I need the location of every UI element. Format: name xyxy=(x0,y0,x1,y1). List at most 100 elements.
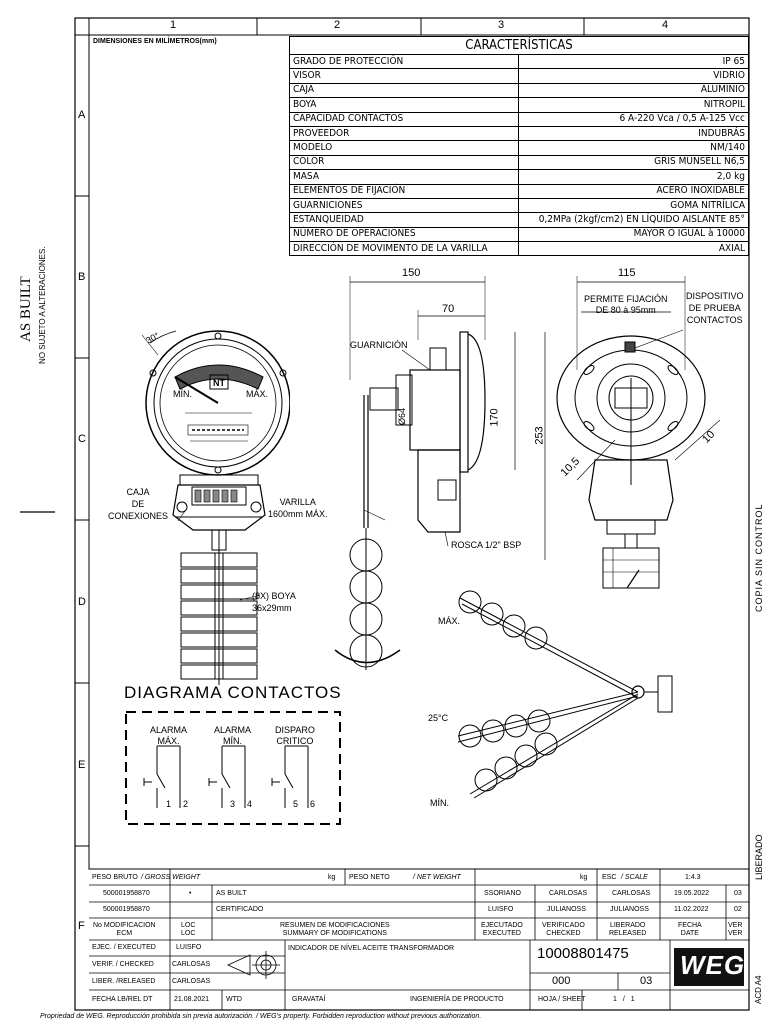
column-label-3: 3 xyxy=(498,19,505,31)
max-label: MÁX. xyxy=(246,389,269,399)
dim-115: 115 xyxy=(618,267,636,279)
mount-range-label: PERMITE FIJACIÓN DE 80 à 95mm xyxy=(584,294,668,315)
header-released: LIBERADO RELEASED xyxy=(609,922,647,937)
position-mid-label: 25°C xyxy=(428,713,449,723)
scale-label: ESC xyxy=(602,874,617,881)
drawing-code-2: 03 xyxy=(640,975,653,987)
drawing-code-1: 000 xyxy=(552,975,571,987)
revision-ver: 02 xyxy=(734,906,742,913)
rod-label: VARILLA 1600mm MÁX. xyxy=(268,497,328,519)
dim-253-line xyxy=(544,332,546,560)
executed-value: LUISFO xyxy=(176,944,202,951)
revision-released: CARLOSAS xyxy=(612,890,651,897)
row-label-a: A xyxy=(78,109,86,121)
contacts-title: DIAGRAMA CONTACTOS xyxy=(124,683,342,702)
contact-group-label: ALARMA MÍN. xyxy=(214,725,252,746)
header-summary: RESUMEN DE MODIFICACIONES SUMMARY OF MOD… xyxy=(280,922,390,937)
revision-checked: JULIANOSS xyxy=(547,906,586,913)
revision-ecm: 500001958870 xyxy=(103,890,150,897)
revision-exec: SSORIANO xyxy=(484,890,521,897)
revision-date: 19.05.2022 xyxy=(674,890,710,897)
date-value: 21.08.2021 xyxy=(174,996,210,1003)
connection-box-label: CAJA DE CONEXIONES xyxy=(108,487,169,521)
scale-label-en: / SCALE xyxy=(621,874,648,881)
released-value: CARLOSAS xyxy=(172,978,211,985)
contact-pin: 6 xyxy=(310,799,316,809)
contact-pin: 5 xyxy=(293,799,299,809)
min-label: MÍN. xyxy=(173,389,192,399)
revision-exec: LUISFO xyxy=(488,906,514,913)
drawing-description: INDICADOR DE NÍVEL ACEITE TRANSFORMADOR xyxy=(288,945,455,952)
float-label: (8X) BOYA 36x29mm xyxy=(252,591,296,613)
row-label-d: D xyxy=(78,596,86,608)
revision-desc: CERTIFICADO xyxy=(216,906,264,913)
footer-note: Propriedad de WEG. Reproducción prohibid… xyxy=(40,1013,482,1020)
released-label: LIBER. /RELEASED xyxy=(92,978,156,985)
back-view-drawing xyxy=(556,276,721,589)
characteristic-label: DIRECCIÓN DE MOVIMENTO DE LA VARILLA xyxy=(289,241,519,257)
test-device-label: DISPOSITIVO DE PRUEBA CONTACTOS xyxy=(686,291,744,325)
column-label-4: 4 xyxy=(662,19,669,31)
executed-label: EJEC. / EXECUTED xyxy=(92,944,156,951)
column-label-2: 2 xyxy=(334,19,341,31)
department-label: INGENIERÍA DE PRODUCTO xyxy=(410,996,504,1003)
drawing-number: 10008801475 xyxy=(537,945,629,962)
row-label-e: E xyxy=(78,759,86,771)
city-label: GRAVATAÍ xyxy=(292,996,326,1003)
header-date: FECHA DATE xyxy=(678,922,702,937)
header-loc: LOC LOC xyxy=(181,922,196,937)
revision-checked: CARLOSAS xyxy=(549,890,588,897)
gross-weight-label-en: / GROSS WEIGHT xyxy=(141,874,201,881)
header-executed: EJECUTADO EXECUTED xyxy=(481,922,523,937)
row-label-f: F xyxy=(78,920,85,932)
dim-70: 70 xyxy=(442,303,455,315)
dim-150: 150 xyxy=(402,267,421,279)
scale-value: 1:4.3 xyxy=(685,874,701,881)
net-weight-label: PESO NETO xyxy=(349,874,390,881)
revision-ecm: 500001958870 xyxy=(103,906,150,913)
float-positions-drawing xyxy=(457,590,673,799)
revision-ver: 03 xyxy=(734,890,742,897)
sheet-value: 1 / 1 xyxy=(613,996,635,1003)
revision-released: JULIANOSS xyxy=(610,906,649,913)
header-checked: VERIFICADO CHECKED xyxy=(542,922,585,937)
date-label: FECHA LB/REL DT xyxy=(92,996,153,1003)
contact-pin: 3 xyxy=(230,799,236,809)
position-max-label: MÁX. xyxy=(438,616,461,626)
contact-pin: 2 xyxy=(183,799,189,809)
dimensions-note: DIMENSIONES EN MILÍMETROS(mm) xyxy=(93,38,217,45)
header-ecm: No MODIFICACION ECM xyxy=(93,922,156,937)
checked-value: CARLOSAS xyxy=(172,961,211,968)
thread-label: ROSCA 1/2" BSP xyxy=(451,540,522,550)
header-ver: VER VER xyxy=(728,922,743,937)
gasket-label: GUARNICIÓN xyxy=(350,340,408,350)
net-weight-unit: kg xyxy=(580,874,588,881)
sheet-label: HOJA / SHEET xyxy=(538,996,586,1003)
position-min-label: MÍN. xyxy=(430,798,449,808)
contact-group-label: DISPARO CRITICO xyxy=(275,725,315,746)
contacts-diagram xyxy=(125,711,341,825)
wtd-label: WTD xyxy=(226,996,242,1003)
row-label-c: C xyxy=(78,433,86,445)
svg-text:NT: NT xyxy=(213,378,225,388)
revision-loc: • xyxy=(189,890,192,897)
contact-pin: 1 xyxy=(166,799,172,809)
weg-logo: WEG xyxy=(680,950,746,980)
front-view-drawing: NT xyxy=(141,330,290,685)
row-label-b: B xyxy=(78,271,86,283)
contact-pin: 4 xyxy=(247,799,253,809)
gross-weight-label: PESO BRUTO xyxy=(92,874,138,881)
column-label-1: 1 xyxy=(170,19,177,31)
